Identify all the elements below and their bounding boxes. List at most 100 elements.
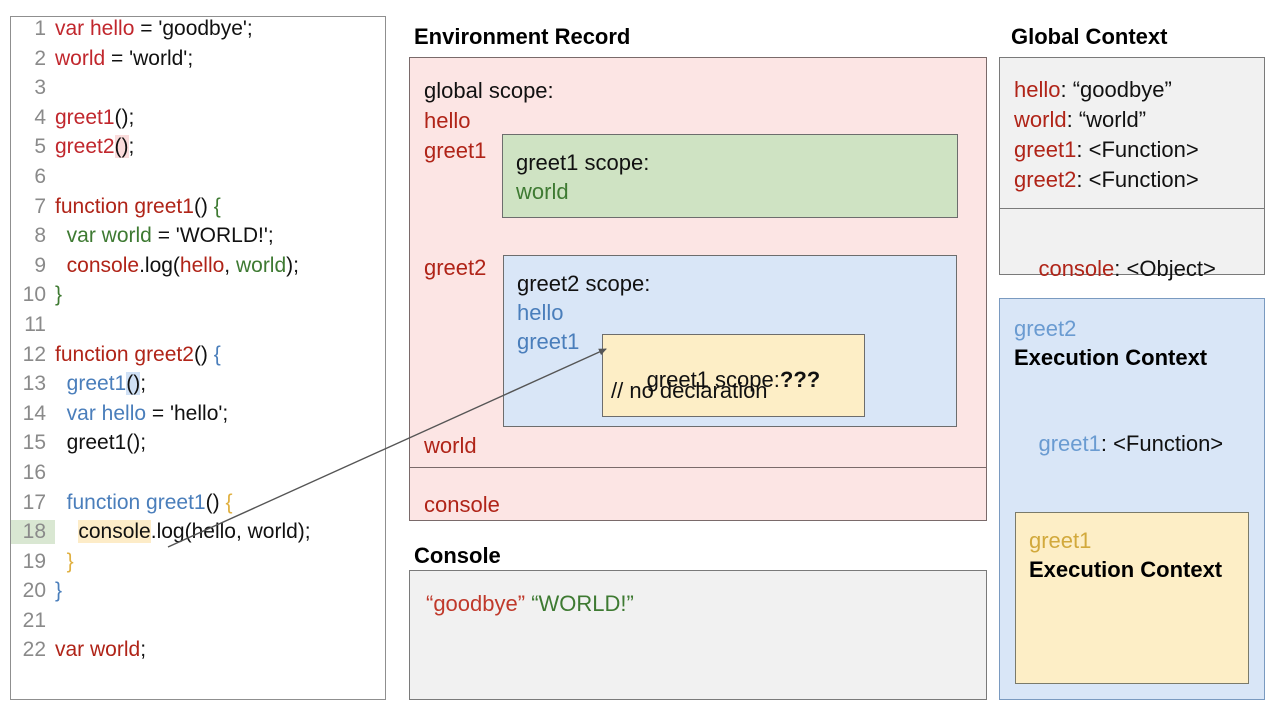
environment-record-divider <box>409 467 987 468</box>
console-output-box: “goodbye” “WORLD!” <box>409 570 987 700</box>
code-line[interactable]: 14 var hello = 'hello'; <box>11 402 385 432</box>
code-line-text: world = 'world'; <box>55 47 193 71</box>
code-token: , <box>224 253 236 277</box>
console-output-token: “goodbye” <box>426 591 526 616</box>
code-line[interactable]: 18 console.log(hello, world); <box>11 520 385 550</box>
code-line-text: } <box>55 579 62 603</box>
global-binding-hello: hello <box>424 108 471 133</box>
code-line-text: greet2(); <box>55 135 134 159</box>
code-token: = 'hello'; <box>146 401 229 425</box>
code-token: ; <box>140 638 147 662</box>
code-token: greet1(); <box>66 431 147 455</box>
global-context-console-value: <Object> <box>1126 256 1216 281</box>
code-token: ); <box>286 253 299 277</box>
code-line[interactable]: 13 greet1(); <box>11 372 385 402</box>
global-context-divider <box>1000 208 1264 209</box>
code-token: function greet2 <box>55 342 194 366</box>
global-scope-label: global scope: <box>424 78 554 103</box>
line-number: 11 <box>24 312 46 336</box>
console-output-line: “goodbye” “WORLD!” <box>426 591 634 617</box>
line-number: 22 <box>22 638 46 662</box>
code-token: world <box>55 46 106 70</box>
code-token: .log(hello, world); <box>150 520 311 544</box>
code-line-text: function greet1() { <box>55 490 233 515</box>
code-line-text: greet1(); <box>55 372 146 396</box>
code-line[interactable]: 19 } <box>11 550 385 580</box>
global-binding-world: world <box>424 433 477 458</box>
code-token: () <box>114 135 129 159</box>
global-context-box: hello: “goodbye”world: “world”greet1: <F… <box>999 57 1265 281</box>
greet1-scope-title: greet1 scope: <box>516 150 650 175</box>
line-number: 6 <box>34 164 46 188</box>
code-line[interactable]: 6 <box>11 165 385 195</box>
greet2-binding-value: <Function> <box>1113 431 1224 456</box>
code-token: (); <box>114 105 135 129</box>
console-heading: Console <box>414 543 501 568</box>
code-token: () <box>205 490 226 514</box>
greet2-scope-title: greet2 scope: <box>517 271 651 296</box>
code-token: .log( <box>139 253 180 277</box>
global-context-binding-value: <Function> <box>1088 167 1199 192</box>
code-line[interactable]: 21 <box>11 609 385 639</box>
code-token: greet1 <box>55 105 115 129</box>
code-line[interactable]: 15 greet1(); <box>11 431 385 461</box>
global-context-binding: greet2: <Function> <box>1014 167 1199 192</box>
code-token: () <box>126 372 141 396</box>
global-context-binding: world: “world” <box>1014 107 1147 132</box>
code-line[interactable]: 8 var world = 'WORLD!'; <box>11 224 385 254</box>
line-number: 5 <box>34 135 46 159</box>
code-token: { <box>225 490 233 514</box>
code-token: function greet1 <box>66 490 206 514</box>
line-number: 1 <box>34 17 46 40</box>
line-number: 16 <box>22 460 46 484</box>
code-line[interactable]: 17 function greet1() { <box>11 491 385 521</box>
code-token: ; <box>128 135 135 159</box>
code-line[interactable]: 11 <box>11 313 385 343</box>
greet2-scope-binding-greet1: greet1 <box>517 329 580 354</box>
greet1-inner-scope-unknown: ??? <box>779 367 821 392</box>
code-token: () <box>193 342 214 366</box>
code-line[interactable]: 10} <box>11 283 385 313</box>
code-token: console <box>78 520 151 544</box>
code-line[interactable]: 1 var hello = 'goodbye'; <box>11 17 385 47</box>
greet1-execution-context-header: greet1 Execution Context <box>1029 527 1222 584</box>
line-number: 13 <box>22 372 46 396</box>
code-token: console <box>66 253 140 277</box>
code-line[interactable]: 9 console.log(hello, world); <box>11 254 385 284</box>
code-token: ; <box>140 372 147 396</box>
global-context-binding-value: “world” <box>1078 107 1147 132</box>
line-number: 14 <box>22 401 46 425</box>
code-line-text: function greet2() { <box>55 343 221 367</box>
line-number: 10 <box>22 283 46 307</box>
code-token: } <box>55 283 63 307</box>
code-token: } <box>55 579 63 603</box>
code-token: function greet1 <box>55 194 194 218</box>
environment-record-heading: Environment Record <box>414 24 631 49</box>
greet1-execution-context-name: greet1 <box>1029 528 1092 553</box>
code-line-text: var hello = 'goodbye'; <box>55 17 253 41</box>
code-token: var world <box>55 638 141 662</box>
code-line[interactable]: 16 <box>11 461 385 491</box>
code-token: var hello <box>66 401 147 425</box>
code-line-text: console.log(hello, world); <box>55 520 311 544</box>
code-line[interactable]: 3 <box>11 76 385 106</box>
greet1-inner-scope-comment: // no declaration <box>611 378 768 403</box>
line-number: 8 <box>34 224 46 248</box>
code-line[interactable]: 22 var world; <box>11 638 385 668</box>
code-line-text: } <box>55 550 74 574</box>
global-context-binding: hello: “goodbye” <box>1014 77 1172 102</box>
code-line-text: } <box>55 283 62 307</box>
code-line[interactable]: 5 greet2(); <box>11 135 385 165</box>
code-token: } <box>66 549 74 573</box>
code-token: var world <box>66 224 152 248</box>
greet2-scope-box: greet2 scope: hello greet1 greet1 scope:… <box>503 255 957 427</box>
environment-record-box: global scope: hello greet1 greet2 world … <box>409 57 987 521</box>
code-line[interactable]: 20} <box>11 579 385 609</box>
greet1-execution-context-box: greet1 Execution Context <box>1015 512 1249 684</box>
